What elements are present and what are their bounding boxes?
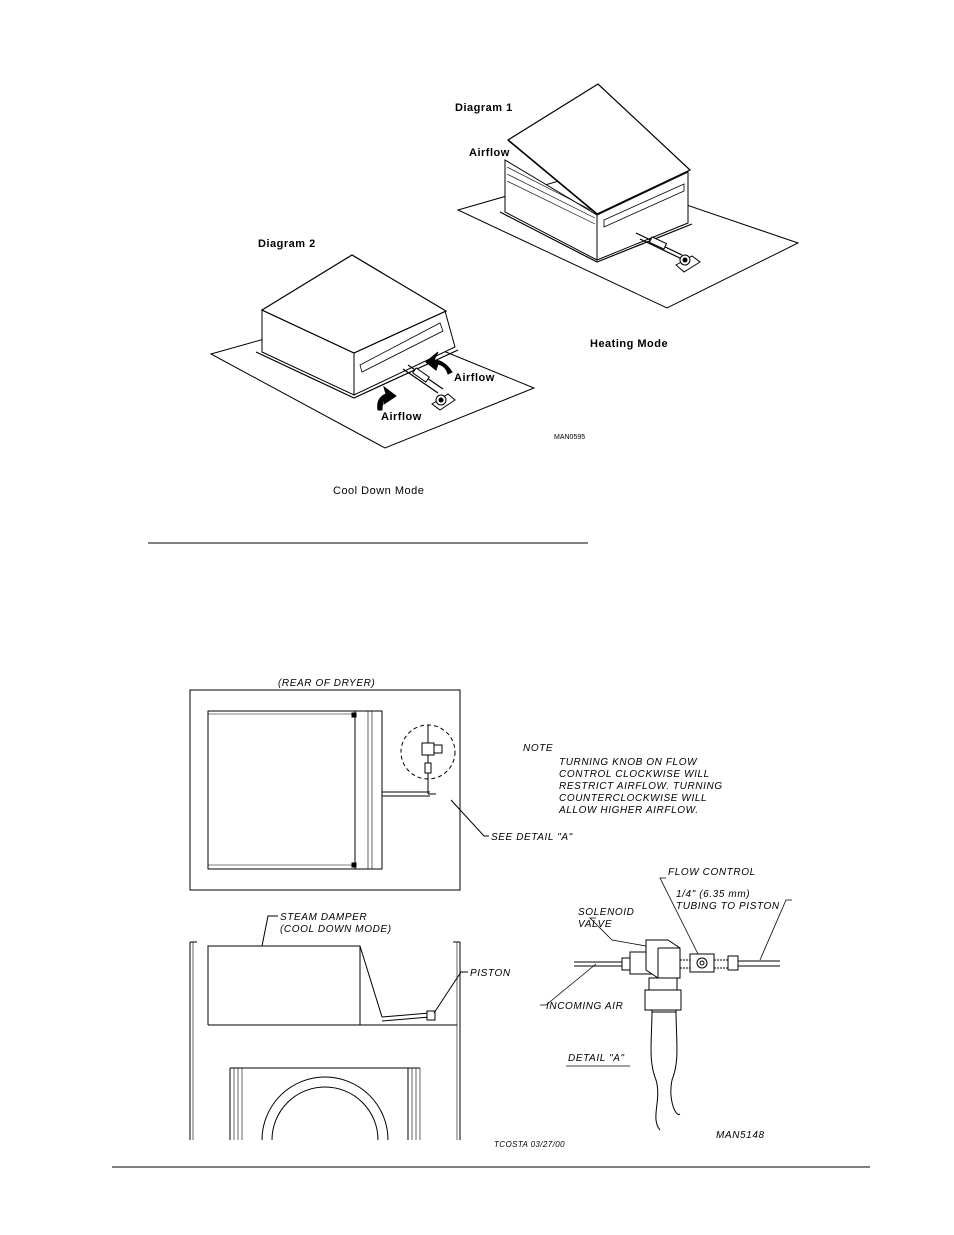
diagram-1-label: Diagram 1	[455, 102, 513, 114]
note-title: NOTE	[523, 743, 553, 754]
steam-damper-label-line-1: STEAM DAMPER	[280, 912, 367, 923]
note-line-2: CONTROL CLOCKWISE WILL	[559, 769, 710, 780]
solenoid-coil	[644, 989, 682, 1011]
rear-of-dryer-label: (REAR OF DRYER)	[278, 678, 375, 689]
diagram-2-cool-down-mode	[209, 254, 536, 449]
author-stamp: TCOSTA 03/27/00	[494, 1140, 565, 1149]
diagram-1-heating-mode	[456, 83, 800, 309]
diagram-2-airflow-label-left: Airflow	[381, 411, 422, 423]
flow-control-body	[689, 953, 715, 973]
tubing-label-line-1: 1/4" (6.35 mm)	[676, 889, 750, 900]
tubing-label-line-2: TUBING TO PISTON	[676, 901, 780, 912]
flow-control-label: FLOW CONTROL	[668, 867, 756, 878]
note-line-1: TURNING KNOB ON FLOW	[559, 757, 698, 768]
note-line-3: RESTRICT AIRFLOW. TURNING	[559, 781, 723, 792]
heating-mode-label: Heating Mode	[590, 338, 668, 350]
diagram-1-box-front-face	[596, 171, 689, 261]
steam-damper-label-line-2: (COOL DOWN MODE)	[280, 924, 392, 935]
note-line-4: COUNTERCLOCKWISE WILL	[559, 793, 707, 804]
piston-label: PISTON	[470, 968, 511, 979]
airflow-arrow-icon	[425, 351, 453, 375]
bottom-figure-ref-code: MAN5148	[716, 1130, 765, 1141]
diagram-2-airflow-label-right: Airflow	[454, 372, 495, 384]
solenoid-label-line-1: SOLENOID	[578, 907, 634, 918]
cool-down-mode-label: Cool Down Mode	[333, 485, 424, 497]
see-detail-a-label: SEE DETAIL "A"	[491, 832, 573, 843]
incoming-air-label: INCOMING AIR	[546, 1001, 623, 1012]
side-view-steam-damper	[189, 915, 468, 1141]
rear-of-dryer-view	[189, 689, 489, 891]
diagram-2-lid-closed	[260, 254, 448, 354]
diagram-2-label: Diagram 2	[258, 238, 316, 250]
note-line-5: ALLOW HIGHER AIRFLOW.	[558, 805, 699, 816]
detail-a-label: DETAIL "A"	[568, 1053, 625, 1064]
diagram-1-airflow-label: Airflow	[469, 147, 510, 159]
solenoid-label-line-2: VALVE	[578, 919, 612, 930]
top-figure-ref-code: MAN0595	[554, 434, 585, 441]
detail-a-valve-assembly	[540, 877, 792, 1131]
airflow-arrow-icon	[377, 385, 397, 411]
